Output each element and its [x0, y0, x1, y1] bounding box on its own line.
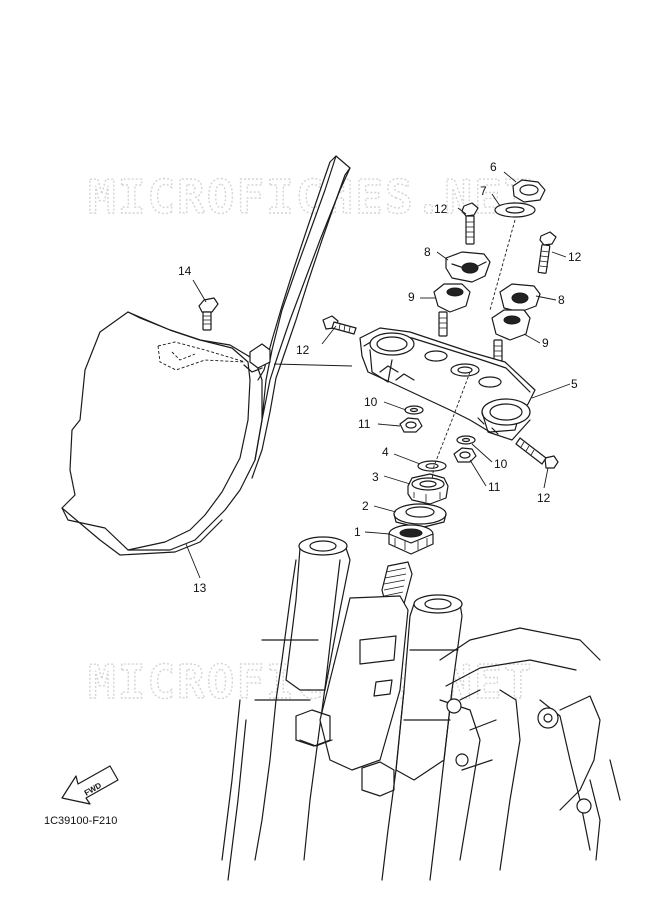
bolt-14	[198, 297, 219, 331]
upper-bracket-5	[359, 327, 536, 441]
washer-10-left	[404, 405, 424, 415]
number-plate	[61, 155, 351, 556]
upper-holder-8-right	[499, 283, 541, 313]
callout-10: 10	[364, 395, 378, 409]
callout-5: 5	[571, 377, 578, 391]
lower-holder-9-right	[491, 309, 531, 365]
washer-4	[417, 460, 447, 472]
washer-7	[494, 202, 536, 218]
callout-8: 8	[558, 293, 565, 307]
fwd-arrow-icon: FWD	[61, 765, 119, 805]
bolt-12-upper-right	[537, 231, 557, 274]
nut-6	[512, 179, 546, 203]
washer-10-right	[456, 435, 476, 445]
callout-2: 2	[362, 499, 369, 513]
callout-12: 12	[296, 343, 310, 357]
nut-11-right	[453, 447, 477, 463]
callout-9: 9	[408, 290, 415, 304]
bearing-1	[388, 524, 434, 555]
callout-6: 6	[490, 160, 497, 174]
callout-4: 4	[382, 445, 389, 459]
bolt-12-mid-left	[322, 315, 357, 335]
callout-14: 14	[178, 264, 192, 278]
nut-11-left	[399, 417, 423, 433]
lower-holder-9-left	[433, 283, 471, 337]
callout-10: 10	[494, 457, 508, 471]
lower-assembly	[221, 536, 621, 881]
callout-1: 1	[354, 525, 361, 539]
callout-12: 12	[568, 250, 582, 264]
diagram-code: 1C39100-F210	[44, 815, 117, 827]
callout-8: 8	[424, 245, 431, 259]
callout-12: 12	[434, 202, 448, 216]
leader-lines	[185, 171, 571, 579]
watermark-top: MICROFICHES.NET	[88, 170, 533, 224]
callout-11: 11	[358, 417, 371, 431]
ring-nut-3	[407, 473, 449, 505]
callout-12: 12	[537, 491, 551, 505]
dust-seal-2	[393, 503, 447, 529]
callout-11: 11	[488, 480, 501, 494]
callout-13: 13	[193, 581, 207, 595]
bolt-12-lower-right	[515, 437, 559, 469]
callout-9: 9	[542, 336, 549, 350]
callout-7: 7	[480, 184, 487, 198]
callout-3: 3	[372, 470, 379, 484]
upper-holder-8-left	[445, 251, 491, 283]
bolt-12-upper-left	[461, 202, 479, 245]
